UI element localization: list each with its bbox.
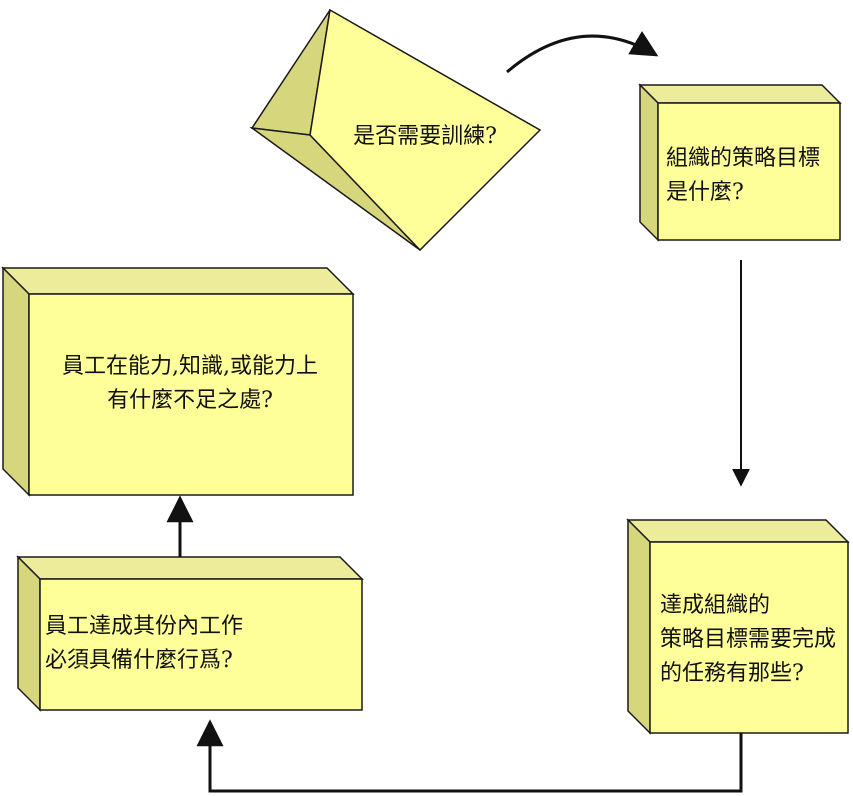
arrow-decision-to-goal [506,31,659,74]
box-top-face [1,267,355,295]
arrow-tasks-to-behavior [196,719,743,793]
box-front-face [39,578,363,711]
text-line: 有什麼不足之處? [107,388,273,413]
box-label: 員工達成其份內工作必須具備什麼行爲? [45,614,243,673]
org-strategy-goal-box: 組織的策略目標是什麼? [638,83,842,242]
box-label: 達成組織的策略目標需要完成的任務有那些? [660,593,836,686]
need-training-label: 是否需要訓練? [353,124,497,149]
box-top-face [16,556,364,580]
box-front-face [657,102,841,241]
box-side-face [2,266,30,497]
text-line: 是什麼? [666,180,744,205]
need-training-decision: 是否需要訓練? [249,8,542,252]
diamond-face [309,8,542,252]
text-line: 員工達成其份內工作 [45,614,243,639]
employee-behavior-box: 員工達成其份內工作必須具備什麼行爲? [16,555,364,712]
tasks-to-complete-box: 達成組織的策略目標需要完成的任務有那些? [626,518,850,735]
text-line: 策略目標需要完成 [660,627,836,652]
text-line: 是否需要訓練? [353,124,497,149]
text-line: 的任務有那些? [660,661,804,686]
box-label: 組織的策略目標是什麼? [666,146,820,205]
box-side-face [639,83,659,242]
box-top-face [626,519,850,543]
box-top-face [638,84,842,104]
box-label: 員工在能力,知識,或能力上有什麼不足之處? [62,354,318,413]
text-line: 達成組織的 [660,593,770,618]
box-front-face [649,541,849,734]
box-side-face [627,518,651,735]
box-side-face [17,555,41,712]
text-line: 必須具備什麼行爲? [45,648,233,673]
text-line: 員工在能力,知識,或能力上 [62,354,318,379]
employee-gaps-box: 員工在能力,知識,或能力上有什麼不足之處? [1,266,355,497]
box-front-face [28,293,354,496]
text-line: 組織的策略目標 [666,146,820,171]
